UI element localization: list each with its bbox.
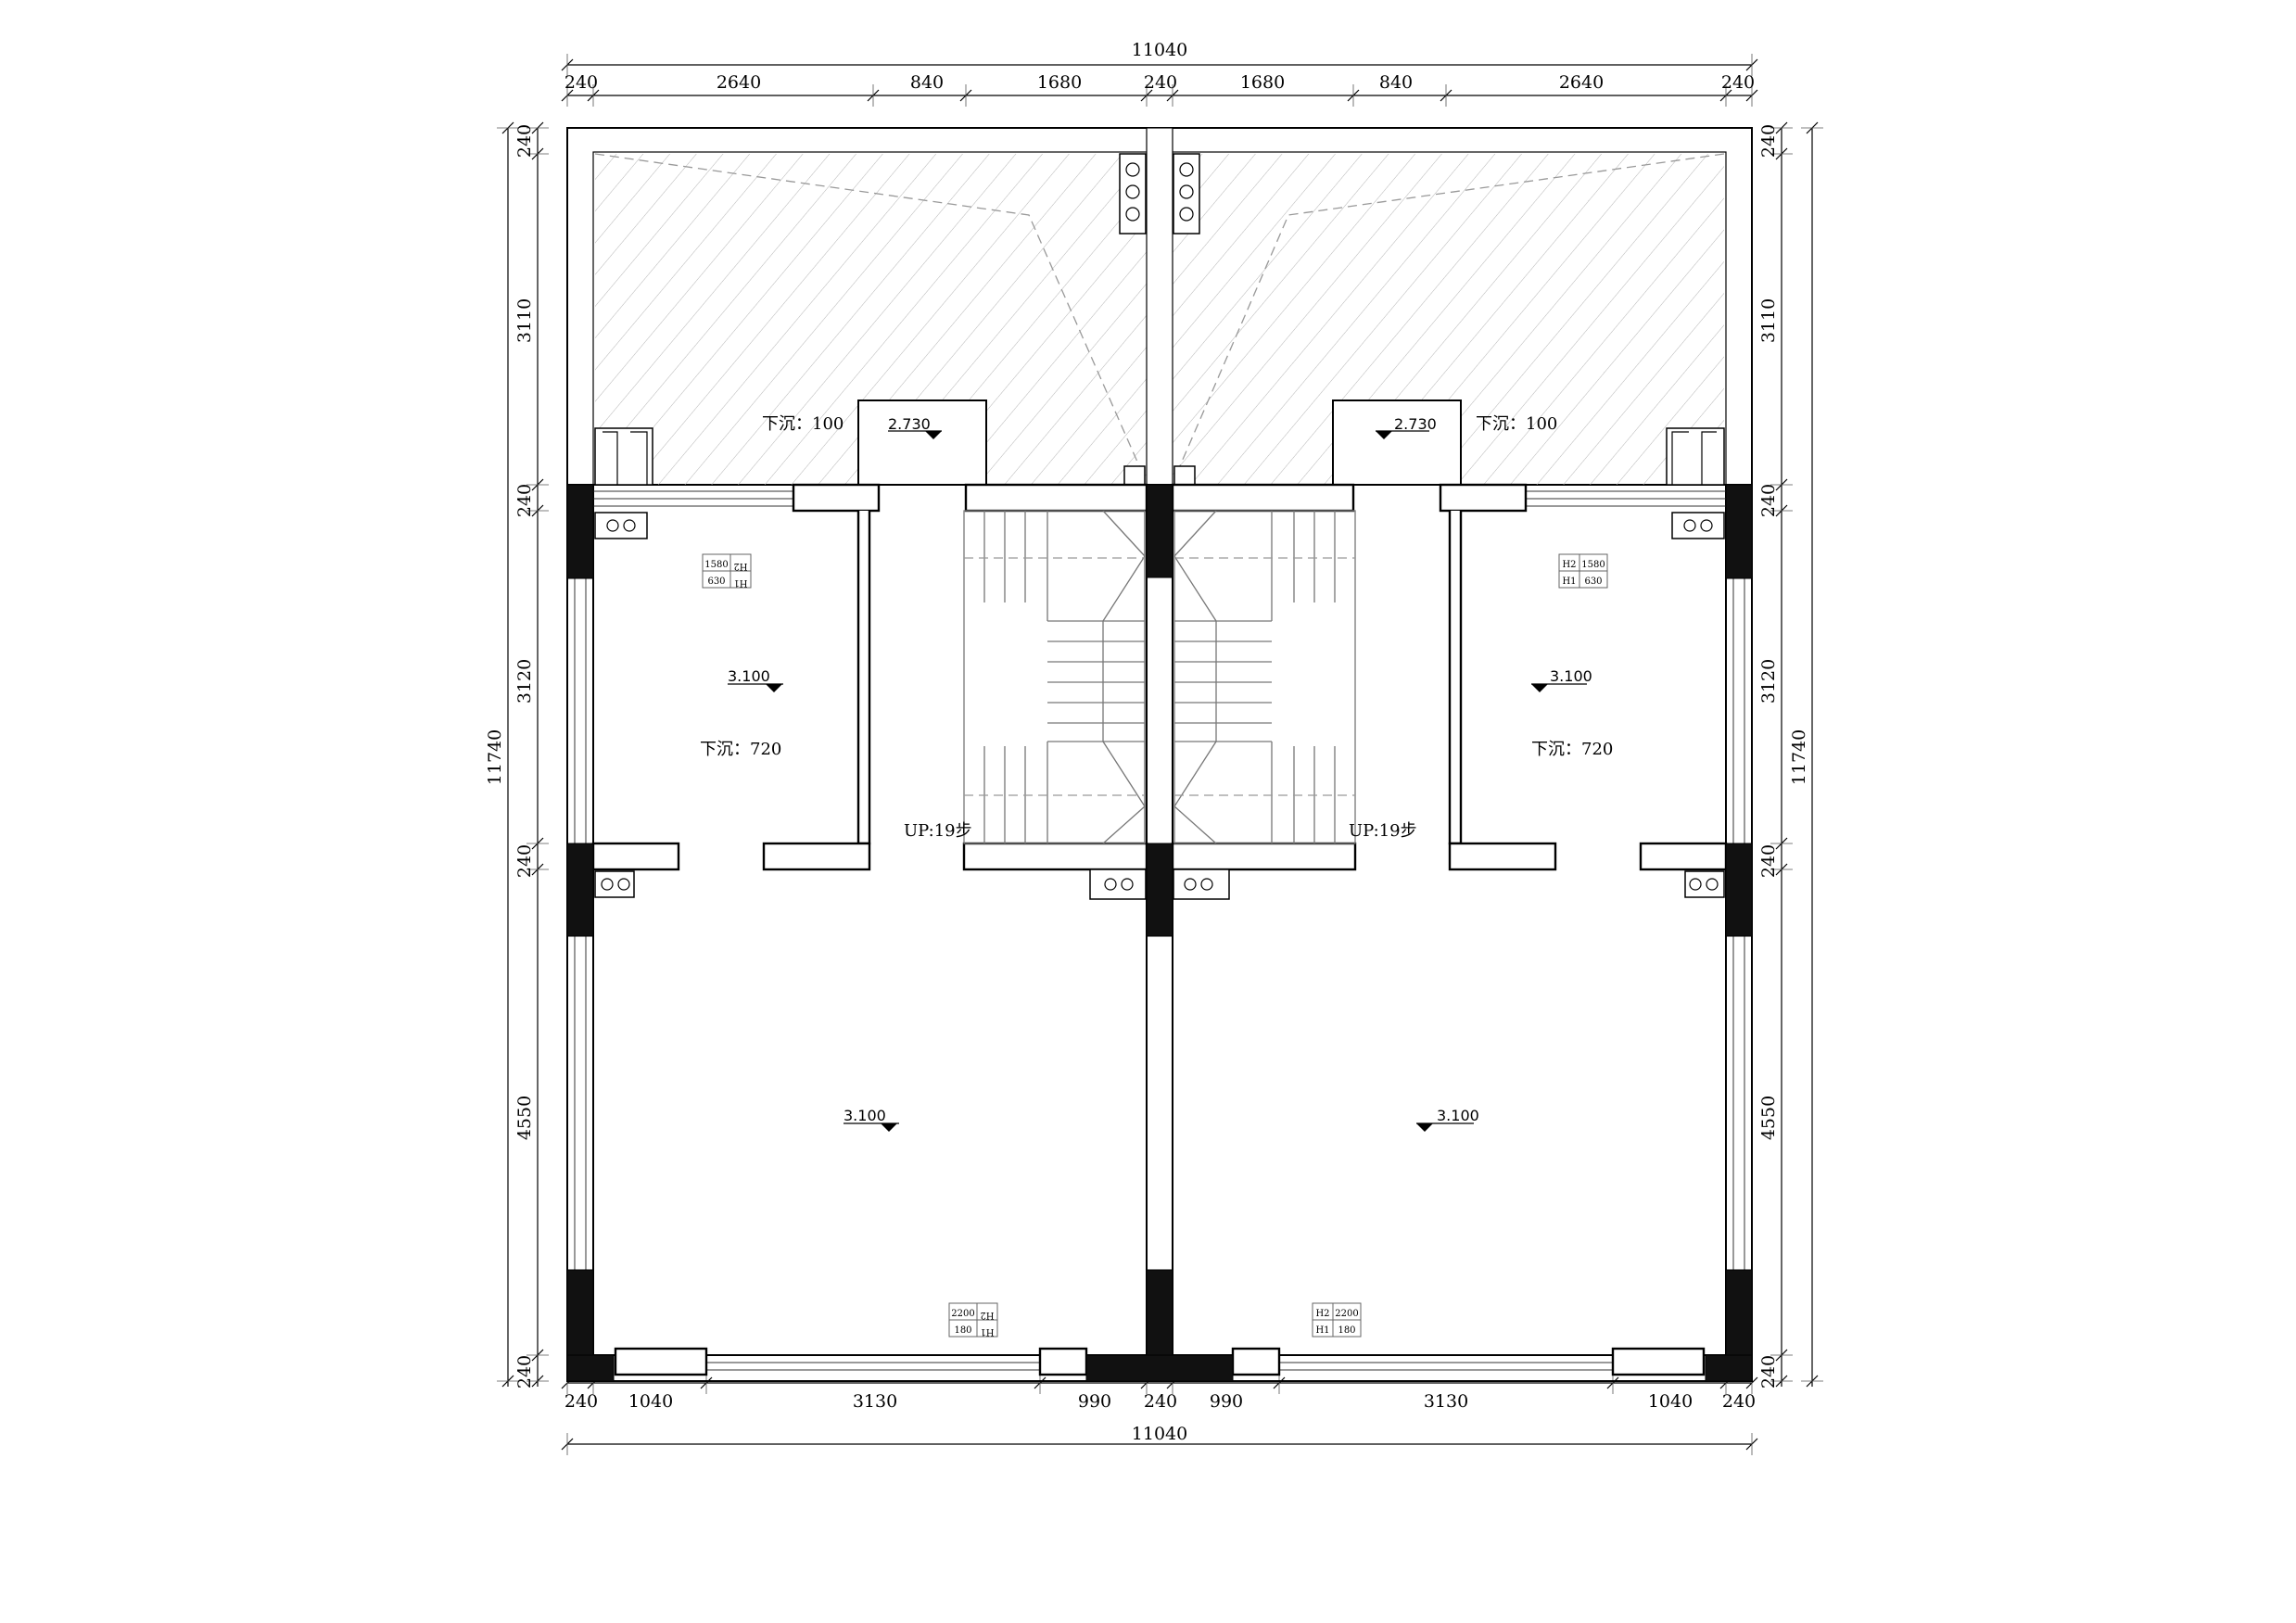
stair-label-right: UP:19步 — [1349, 821, 1417, 841]
right-dim-6: 240 — [1758, 1355, 1779, 1388]
level-marker-room-right: 3.100 — [1531, 667, 1592, 692]
balcony-sink-right: 下沉：100 — [1476, 414, 1557, 434]
window-tag-lower-left: 2200 H2 180 H1 — [948, 1302, 998, 1338]
stair-label-left: UP:19步 — [904, 821, 972, 841]
bottom-dim-0: 240 — [564, 1391, 598, 1412]
ac-unit-mid-left — [594, 870, 635, 898]
tag-ll-r1b: H2 — [980, 1310, 994, 1320]
left-dim-3: 3120 — [514, 659, 535, 704]
top-dim-8: 240 — [1721, 72, 1755, 93]
right-dim-1: 3110 — [1758, 298, 1779, 343]
level-marker-balcony-right: 2.730 — [1376, 415, 1437, 439]
window-tag-upper-left: 1580 H2 630 H1 — [702, 553, 752, 589]
hall-level-left: 3.100 — [844, 1107, 886, 1124]
top-dimensions: 11040 240 2640 840 1680 240 1680 840 264… — [561, 40, 1758, 107]
bottom-dim-1: 1040 — [628, 1391, 673, 1412]
right-dim-3: 3120 — [1758, 659, 1779, 704]
left-dim-5: 4550 — [514, 1096, 535, 1140]
left-dim-2: 240 — [514, 484, 535, 517]
window-tag-upper-right: H2 1580 H1 630 — [1558, 553, 1608, 589]
bottom-dim-4: 240 — [1144, 1391, 1177, 1412]
tag-ul-r2: 630 — [707, 577, 725, 587]
bottom-dim-3: 990 — [1078, 1391, 1111, 1412]
ac-unit-center-left — [1089, 869, 1147, 900]
top-dim-6: 840 — [1379, 72, 1413, 93]
overall-height-left: 11740 — [485, 729, 505, 785]
level-marker-balcony-left: 2.730 — [888, 415, 942, 439]
top-dim-0: 240 — [564, 72, 598, 93]
tag-ur-r1: 1580 — [1581, 560, 1605, 570]
right-dim-5: 4550 — [1758, 1096, 1779, 1140]
top-dim-4: 240 — [1144, 72, 1177, 93]
room-sink-left: 下沉：720 — [700, 740, 781, 759]
top-dim-1: 2640 — [717, 72, 761, 93]
bottom-dim-5: 990 — [1210, 1391, 1243, 1412]
balcony-sink-left: 下沉：100 — [762, 414, 844, 434]
tag-ul-r1: 1580 — [704, 560, 728, 570]
ac-units — [594, 512, 1725, 900]
bottom-dim-6: 3130 — [1424, 1391, 1468, 1412]
drain-pipes-left — [1119, 153, 1147, 235]
top-dim-2: 840 — [910, 72, 944, 93]
level-marker-hall-left: 3.100 — [844, 1107, 899, 1132]
tag-ur-r2: 630 — [1584, 577, 1602, 587]
balcony-level-right: 2.730 — [1394, 415, 1437, 433]
top-dim-5: 1680 — [1240, 72, 1285, 93]
left-dim-0: 240 — [514, 124, 535, 158]
tag-lr-r2a: H1 — [1315, 1325, 1329, 1336]
tag-ll-r2: 180 — [954, 1325, 971, 1336]
tag-ll-r2b: H1 — [980, 1326, 994, 1337]
ac-unit-upper-left — [594, 512, 648, 539]
tag-ur-r1a: H2 — [1562, 560, 1576, 570]
tag-ll-r1: 2200 — [951, 1309, 974, 1319]
right-dim-0: 240 — [1758, 124, 1779, 158]
bottom-dimensions: 240 1040 3130 990 240 990 3130 1040 240 … — [561, 1372, 1758, 1455]
left-dim-6: 240 — [514, 1355, 535, 1388]
tag-ul-r2b: H1 — [733, 577, 747, 588]
window-tag-lower-right: H2 2200 H1 180 — [1312, 1302, 1362, 1338]
left-dim-1: 3110 — [514, 298, 535, 343]
room-sink-right: 下沉：720 — [1531, 740, 1613, 759]
ac-unit-upper-right — [1671, 512, 1725, 539]
ac-unit-center-right — [1173, 869, 1230, 900]
right-dim-4: 240 — [1758, 844, 1779, 878]
level-marker-room-left: 3.100 — [728, 667, 783, 692]
right-dimensions: 11740 240 3110 240 3120 240 4550 240 — [1758, 121, 1823, 1388]
tag-ur-r2a: H1 — [1562, 577, 1576, 587]
left-dim-4: 240 — [514, 844, 535, 878]
staircase-left: UP:19步 — [904, 510, 1146, 844]
overall-width-bottom: 11040 — [1132, 1424, 1187, 1444]
overall-height-right: 11740 — [1789, 729, 1809, 785]
tag-lr-r2: 180 — [1338, 1325, 1355, 1336]
structural-columns — [566, 484, 1753, 1382]
bottom-dim-8: 240 — [1722, 1391, 1756, 1412]
top-dim-3: 1680 — [1037, 72, 1082, 93]
top-dim-7: 2640 — [1559, 72, 1604, 93]
balcony-level-left: 2.730 — [888, 415, 931, 433]
staircase-right: UP:19步 — [1173, 510, 1417, 844]
overall-width-top: 11040 — [1132, 40, 1187, 60]
ac-unit-mid-right — [1684, 870, 1725, 898]
bottom-dim-2: 3130 — [853, 1391, 897, 1412]
tag-lr-r1a: H2 — [1315, 1309, 1329, 1319]
balcony-area: 下沉：100 下沉：100 2.730 2.730 — [566, 127, 1753, 486]
bottom-dim-7: 1040 — [1648, 1391, 1693, 1412]
room-level-right: 3.100 — [1550, 667, 1592, 685]
right-dim-2: 240 — [1758, 484, 1779, 517]
tag-lr-r1: 2200 — [1335, 1309, 1358, 1319]
drain-pipes-right — [1173, 153, 1200, 235]
hall-level-right: 3.100 — [1437, 1107, 1479, 1124]
left-dimensions: 11740 240 3110 240 3120 240 4550 240 — [485, 121, 549, 1388]
level-marker-hall-right: 3.100 — [1416, 1107, 1479, 1132]
tag-ul-r1b: H2 — [733, 561, 747, 571]
room-level-left: 3.100 — [728, 667, 770, 685]
